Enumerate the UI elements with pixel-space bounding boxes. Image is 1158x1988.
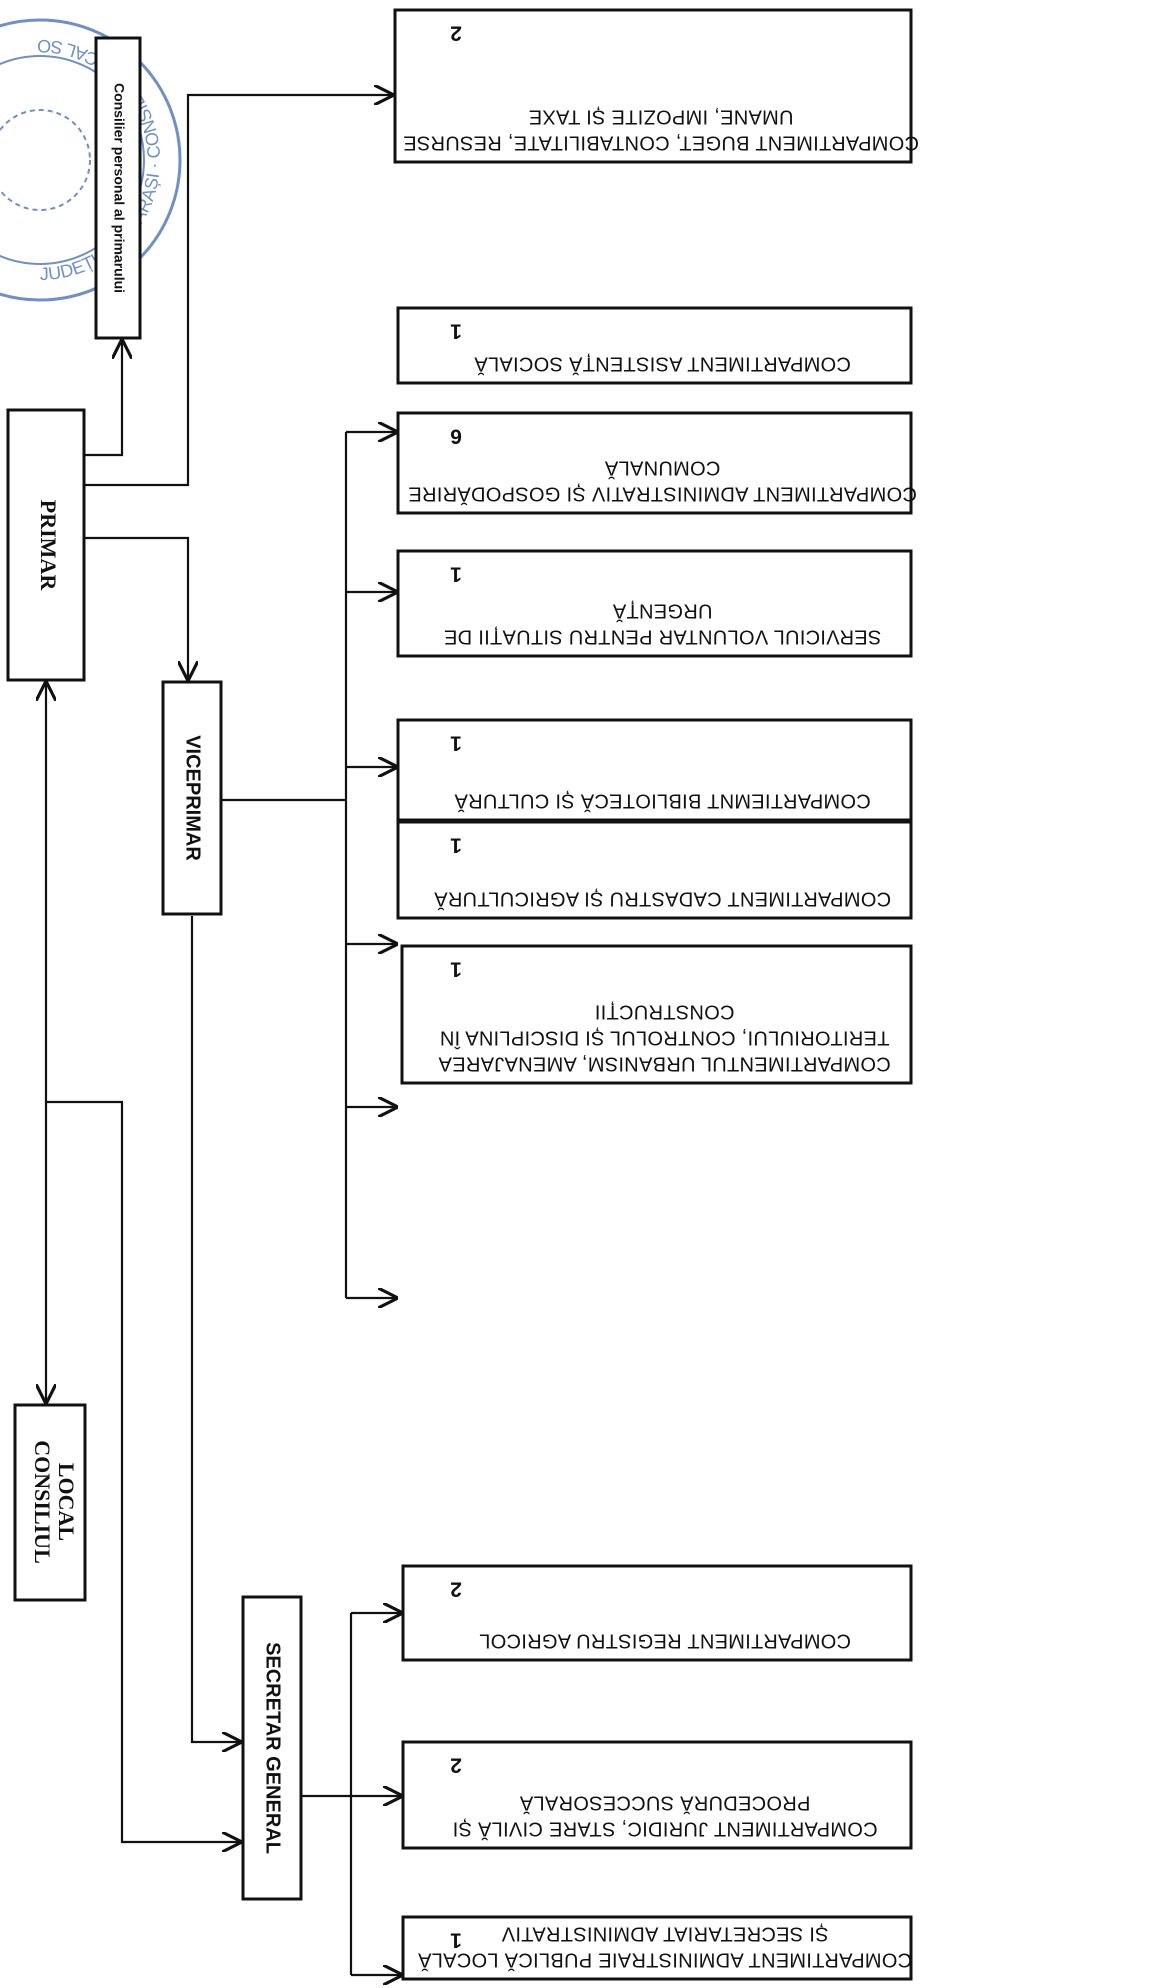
dept-buget-count: 2	[450, 21, 462, 44]
dept-vice-3-line-2: URGENȚĂ	[612, 600, 712, 623]
dept-secretar-1-box	[401, 1564, 913, 1662]
dept-vice-6-count: 1	[450, 957, 462, 980]
dept-vice-2-line-1: COMPARTIMENT ADMINISTRATIV ȘI GOSPODĂRIR…	[408, 483, 917, 506]
dept-secretar-1: COMPARTIMENT REGISTRU AGRICOL 2	[401, 1564, 913, 1662]
dept-vice-4: COMPARTIEMNT BIBLIOTECĂ ȘI CULTURĂ 1	[396, 718, 913, 822]
dept-secretar-1-count: 2	[450, 1577, 462, 1600]
dept-secretar-3-line-1: COMPARTIMENT ADMINISTRAIE PUBLICĂ LOCALĂ	[417, 1949, 912, 1972]
dept-secretar-3-count: 1	[450, 1928, 462, 1951]
dept-vice-6: COMPARTIMENTUL URBANISM, AMENAJAREA TERIT…	[400, 944, 913, 1085]
dept-buget: COMPARTIMENT BUGET, CONTABILITATE, RESUR…	[393, 8, 919, 164]
primar-label: PRIMAR	[36, 500, 61, 592]
dept-secretar-2: COMPARTIMENT JURIDIC, STARE CIVILĂ ȘI PRO…	[401, 1740, 913, 1850]
primar-box	[6, 408, 86, 682]
consiliul-local-label-line1: CONSILIUL	[30, 1440, 55, 1563]
dept-secretar-1-line-1: COMPARTIMENT REGISTRU AGRICOL	[479, 1630, 851, 1652]
dept-vice-6-line-2: TERITORIULUI, CONTROLUL ȘI DISCIPLINA ÎN	[440, 1027, 890, 1050]
dept-vice-2-count: 6	[450, 424, 462, 447]
dept-secretar-2-box	[401, 1740, 913, 1850]
dept-buget-line-2: UMANE, IMPOZITE ȘI TAXE	[528, 106, 793, 128]
dept-vice-6-line-1: COMPARTIMENTUL URBANISM, AMENAJAREA	[438, 1053, 891, 1075]
dept-vice-1-line-1: COMPARTIMENT ASISTENȚĂ SOCIALĂ	[474, 353, 851, 376]
dept-vice-4-count: 1	[450, 731, 462, 754]
dept-vice-6-box	[400, 944, 913, 1085]
dept-vice-5: COMPARTIMENT CADASTRU ȘI AGRICULTURĂ 1	[396, 820, 913, 920]
dept-vice-5-line-1: COMPARTIMENT CADASTRU ȘI AGRICULTURĂ	[434, 888, 892, 911]
dept-vice-4-box	[396, 718, 913, 822]
departments: COMPARTIMENT BUGET, CONTABILITATE, RESUR…	[393, 8, 919, 1981]
secretar-general-label: SECRETAR GENERAL	[262, 1642, 284, 1854]
consiliul-local-label-line2: LOCAL	[54, 1463, 79, 1541]
dept-secretar-3-box	[401, 1915, 913, 1981]
dept-vice-1-box	[396, 306, 913, 385]
dept-vice-1: COMPARTIMENT ASISTENȚĂ SOCIALĂ 1	[396, 306, 913, 385]
secretar-general-box	[241, 1595, 303, 1901]
dept-vice-5-box	[396, 820, 913, 920]
dept-vice-3-count: 1	[450, 562, 462, 585]
dept-buget-line-1: COMPARTIMENT BUGET, CONTABILITATE, RESUR…	[403, 132, 919, 154]
dept-vice-1-count: 1	[450, 319, 462, 342]
dept-vice-5-count: 1	[450, 833, 462, 856]
dept-vice-3-line-1: SERVICIUL VOLUNTAR PENTRU SITUAȚII DE	[444, 626, 881, 648]
dept-vice-2-line-2: COMUNALĂ	[604, 457, 720, 480]
viceprimar-label: VICEPRIMAR	[182, 735, 204, 861]
dept-buget-box	[393, 8, 913, 164]
dept-vice-2-box	[396, 411, 913, 515]
consiliul-local-box	[13, 1403, 87, 1602]
consilier-box	[94, 36, 142, 340]
dept-vice-3: SERVICIUL VOLUNTAR PENTRU SITUAȚII DE URG…	[396, 549, 913, 658]
official-seal: JUDEȚUL CĂLĂRAȘI · CONSILIUL LOCAL SOHAT…	[0, 0, 182, 302]
dept-vice-4-line-1: COMPARTIEMNT BIBLIOTECĂ ȘI CULTURĂ	[454, 790, 871, 813]
dept-vice-2: COMPARTIMENT ADMINISTRATIV ȘI GOSPODĂRIR…	[396, 411, 917, 515]
viceprimar-box	[161, 680, 223, 916]
dept-secretar-2-count: 2	[450, 1753, 462, 1776]
dept-vice-3-box	[396, 549, 913, 658]
dept-secretar-3-line-2: ȘI SECRETARIAT ADMINISTRATIV	[501, 1923, 828, 1945]
connectors	[46, 95, 401, 1975]
dept-secretar-3: COMPARTIMENT ADMINISTRAIE PUBLICĂ LOCALĂ…	[401, 1915, 913, 1981]
dept-secretar-2-line-1: COMPARTIMENT JURIDIC, STARE CIVILĂ ȘI	[452, 1818, 877, 1841]
dept-vice-6-line-3: CONSTRUCȚII	[595, 1001, 735, 1023]
consilier-label: Consilier personal al primarului	[111, 83, 127, 293]
dept-secretar-2-line-2: PROCEDURĂ SUCCESORALĂ	[519, 1792, 810, 1815]
